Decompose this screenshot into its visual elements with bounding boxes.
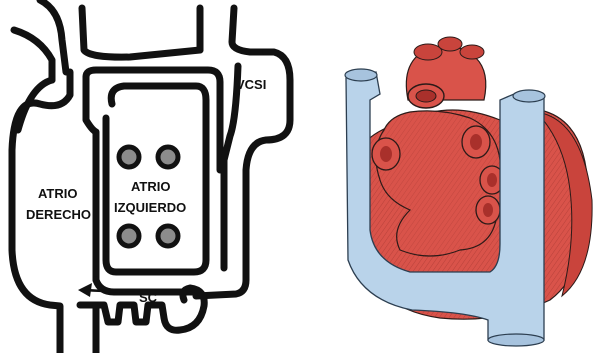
pulmonary-trunk-lumen <box>416 90 436 102</box>
top-right-vessel <box>232 8 266 52</box>
left-atrium-left-outer <box>86 77 96 280</box>
label-atrio-izquierdo-line1: ATRIO <box>131 179 170 194</box>
vessel-opening-2 <box>438 37 462 51</box>
great-vessels <box>406 37 485 108</box>
vessel-opening-3 <box>460 45 484 59</box>
label-vcsi: VCSI <box>236 77 266 92</box>
top-left-vessel <box>14 30 52 80</box>
superior-channel-left <box>82 8 200 57</box>
pulmonary-vein-lower-left <box>119 226 139 246</box>
arrow-head-icon <box>78 283 92 297</box>
label-atrio-izquierdo-line2: IZQUIERDO <box>114 200 186 215</box>
pulmonary-veins <box>119 147 178 246</box>
label-atrio-derecho-line1: ATRIO <box>38 186 77 201</box>
label-sc: SC <box>139 290 158 305</box>
vcsi-inner <box>224 66 238 268</box>
pulmonary-vein-upper-right <box>158 147 178 167</box>
bottom-vein-cap <box>488 334 544 346</box>
schematic-panel: VCSI ATRIO DERECHO ATRIO IZQUIERDO SC <box>0 0 300 353</box>
pulmonary-vein-upper-left <box>119 147 139 167</box>
heart-illustration <box>300 0 599 353</box>
schematic-diagram: VCSI ATRIO DERECHO ATRIO IZQUIERDO SC <box>0 0 300 353</box>
heart-panel <box>300 0 599 353</box>
pulmonary-vein-lower-right <box>158 226 178 246</box>
right-vein-cap <box>513 90 545 102</box>
left-vein-cap <box>345 69 377 81</box>
label-atrio-derecho-line2: DERECHO <box>26 207 91 222</box>
vessel-opening-1 <box>414 44 442 60</box>
